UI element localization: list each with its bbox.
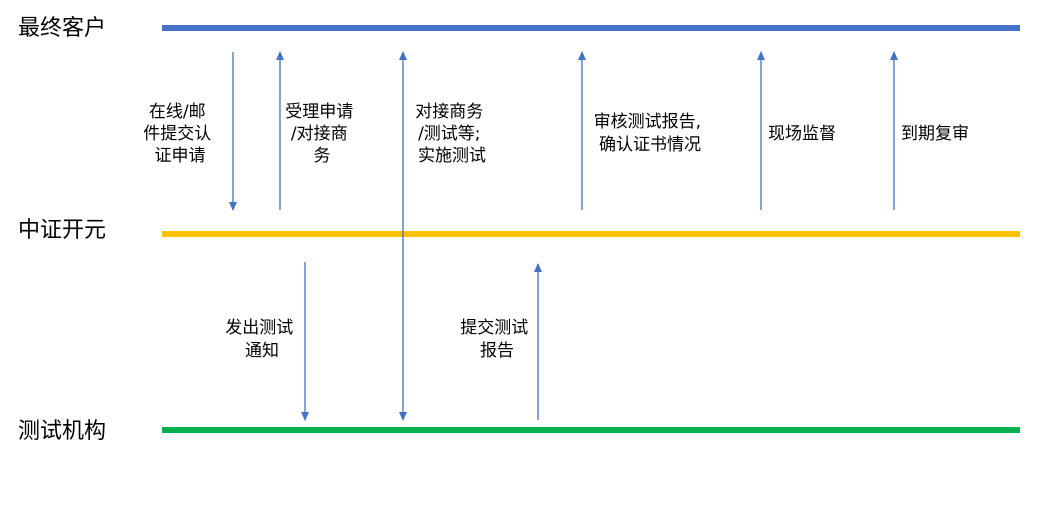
- note-review-report: 审核测试报告, 确认证书情况: [594, 112, 707, 155]
- note-submit-test-report: 提交测试 报告: [460, 318, 533, 361]
- note-business-and-testing: 对接商务 /测试等; 实施测试: [415, 102, 488, 166]
- lane-label-customer: 最终客户: [18, 16, 106, 41]
- lane-label-csi: 中证开元: [18, 218, 106, 243]
- note-submit-application: 在线/邮 件提交认 证申请: [143, 102, 216, 166]
- note-onsite-supervision: 现场监督: [768, 124, 836, 144]
- note-issue-test-notice: 发出测试 通知: [225, 318, 298, 361]
- note-expiry-review: 到期复审: [901, 124, 969, 144]
- lane-label-test-agency: 测试机构: [18, 419, 106, 444]
- note-accept-application: 受理申请 /对接商 务: [285, 102, 358, 166]
